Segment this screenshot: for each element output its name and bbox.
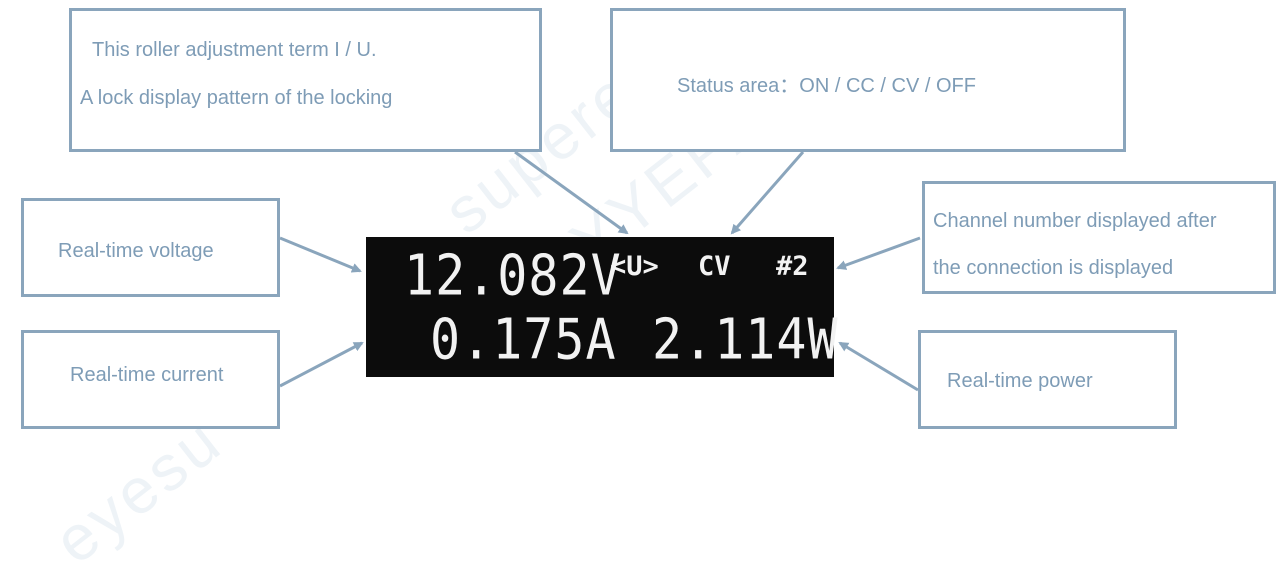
callout-roller-lock: This roller adjustment term I / U. A loc… bbox=[69, 8, 542, 152]
display-mode-indicator: <U> bbox=[610, 251, 659, 282]
callout-arrows bbox=[279, 150, 921, 392]
arrow-channel bbox=[836, 236, 921, 270]
callout-voltage-text: Real-time voltage bbox=[58, 240, 214, 262]
callout-status-area: Status area：ON / CC / CV / OFF bbox=[610, 8, 1126, 152]
callout-current-text: Real-time current bbox=[70, 364, 224, 386]
display-power: 2.114W bbox=[652, 307, 839, 372]
display-status: CV bbox=[698, 251, 731, 282]
arrow-status bbox=[730, 151, 805, 235]
callout-current: Real-time current bbox=[21, 330, 280, 429]
callout-channel-line1: Channel number displayed after bbox=[933, 210, 1217, 232]
callout-power: Real-time power bbox=[918, 330, 1177, 429]
callout-roller-line1: This roller adjustment term I / U. bbox=[92, 39, 377, 61]
arrow-current bbox=[279, 341, 364, 388]
display-current: 0.175A bbox=[430, 307, 617, 372]
callout-power-text: Real-time power bbox=[947, 370, 1093, 392]
arrow-voltage bbox=[279, 236, 362, 273]
callout-roller-line2: A lock display pattern of the locking bbox=[80, 87, 393, 109]
arrow-roller bbox=[514, 150, 629, 235]
lcd-display: 12.082V <U> CV #2 0.175A 2.114W bbox=[366, 237, 838, 377]
callout-channel-line2: the connection is displayed bbox=[933, 257, 1174, 279]
display-channel-number: #2 bbox=[776, 251, 809, 282]
display-voltage: 12.082V bbox=[404, 243, 622, 308]
callout-voltage: Real-time voltage bbox=[21, 198, 280, 297]
callout-channel-number: Channel number displayed after the conne… bbox=[922, 181, 1276, 294]
arrow-power bbox=[838, 341, 919, 392]
callout-status-text: Status area：ON / CC / CV / OFF bbox=[677, 75, 976, 97]
